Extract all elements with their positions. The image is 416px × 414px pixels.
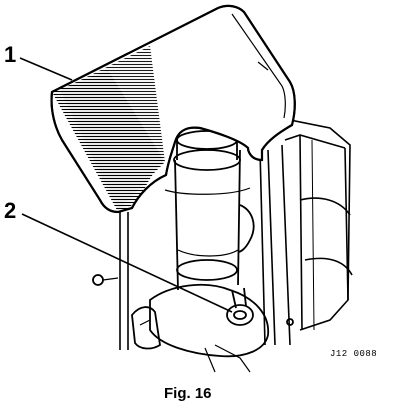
callout-1-label: 1 xyxy=(4,42,16,67)
figure-caption: Fig. 16 xyxy=(164,385,212,402)
cover-plate xyxy=(50,4,296,214)
pin-bolt-head xyxy=(226,304,254,326)
guide-bars xyxy=(119,144,291,350)
housing-right xyxy=(264,119,353,331)
leader-line-2 xyxy=(21,213,233,313)
lower-fitting xyxy=(92,274,294,373)
callout-2-label: 2 xyxy=(4,198,16,223)
leader-line-1 xyxy=(19,57,73,81)
leader-lines xyxy=(19,57,233,313)
reference-code: J12 0088 xyxy=(330,349,377,359)
